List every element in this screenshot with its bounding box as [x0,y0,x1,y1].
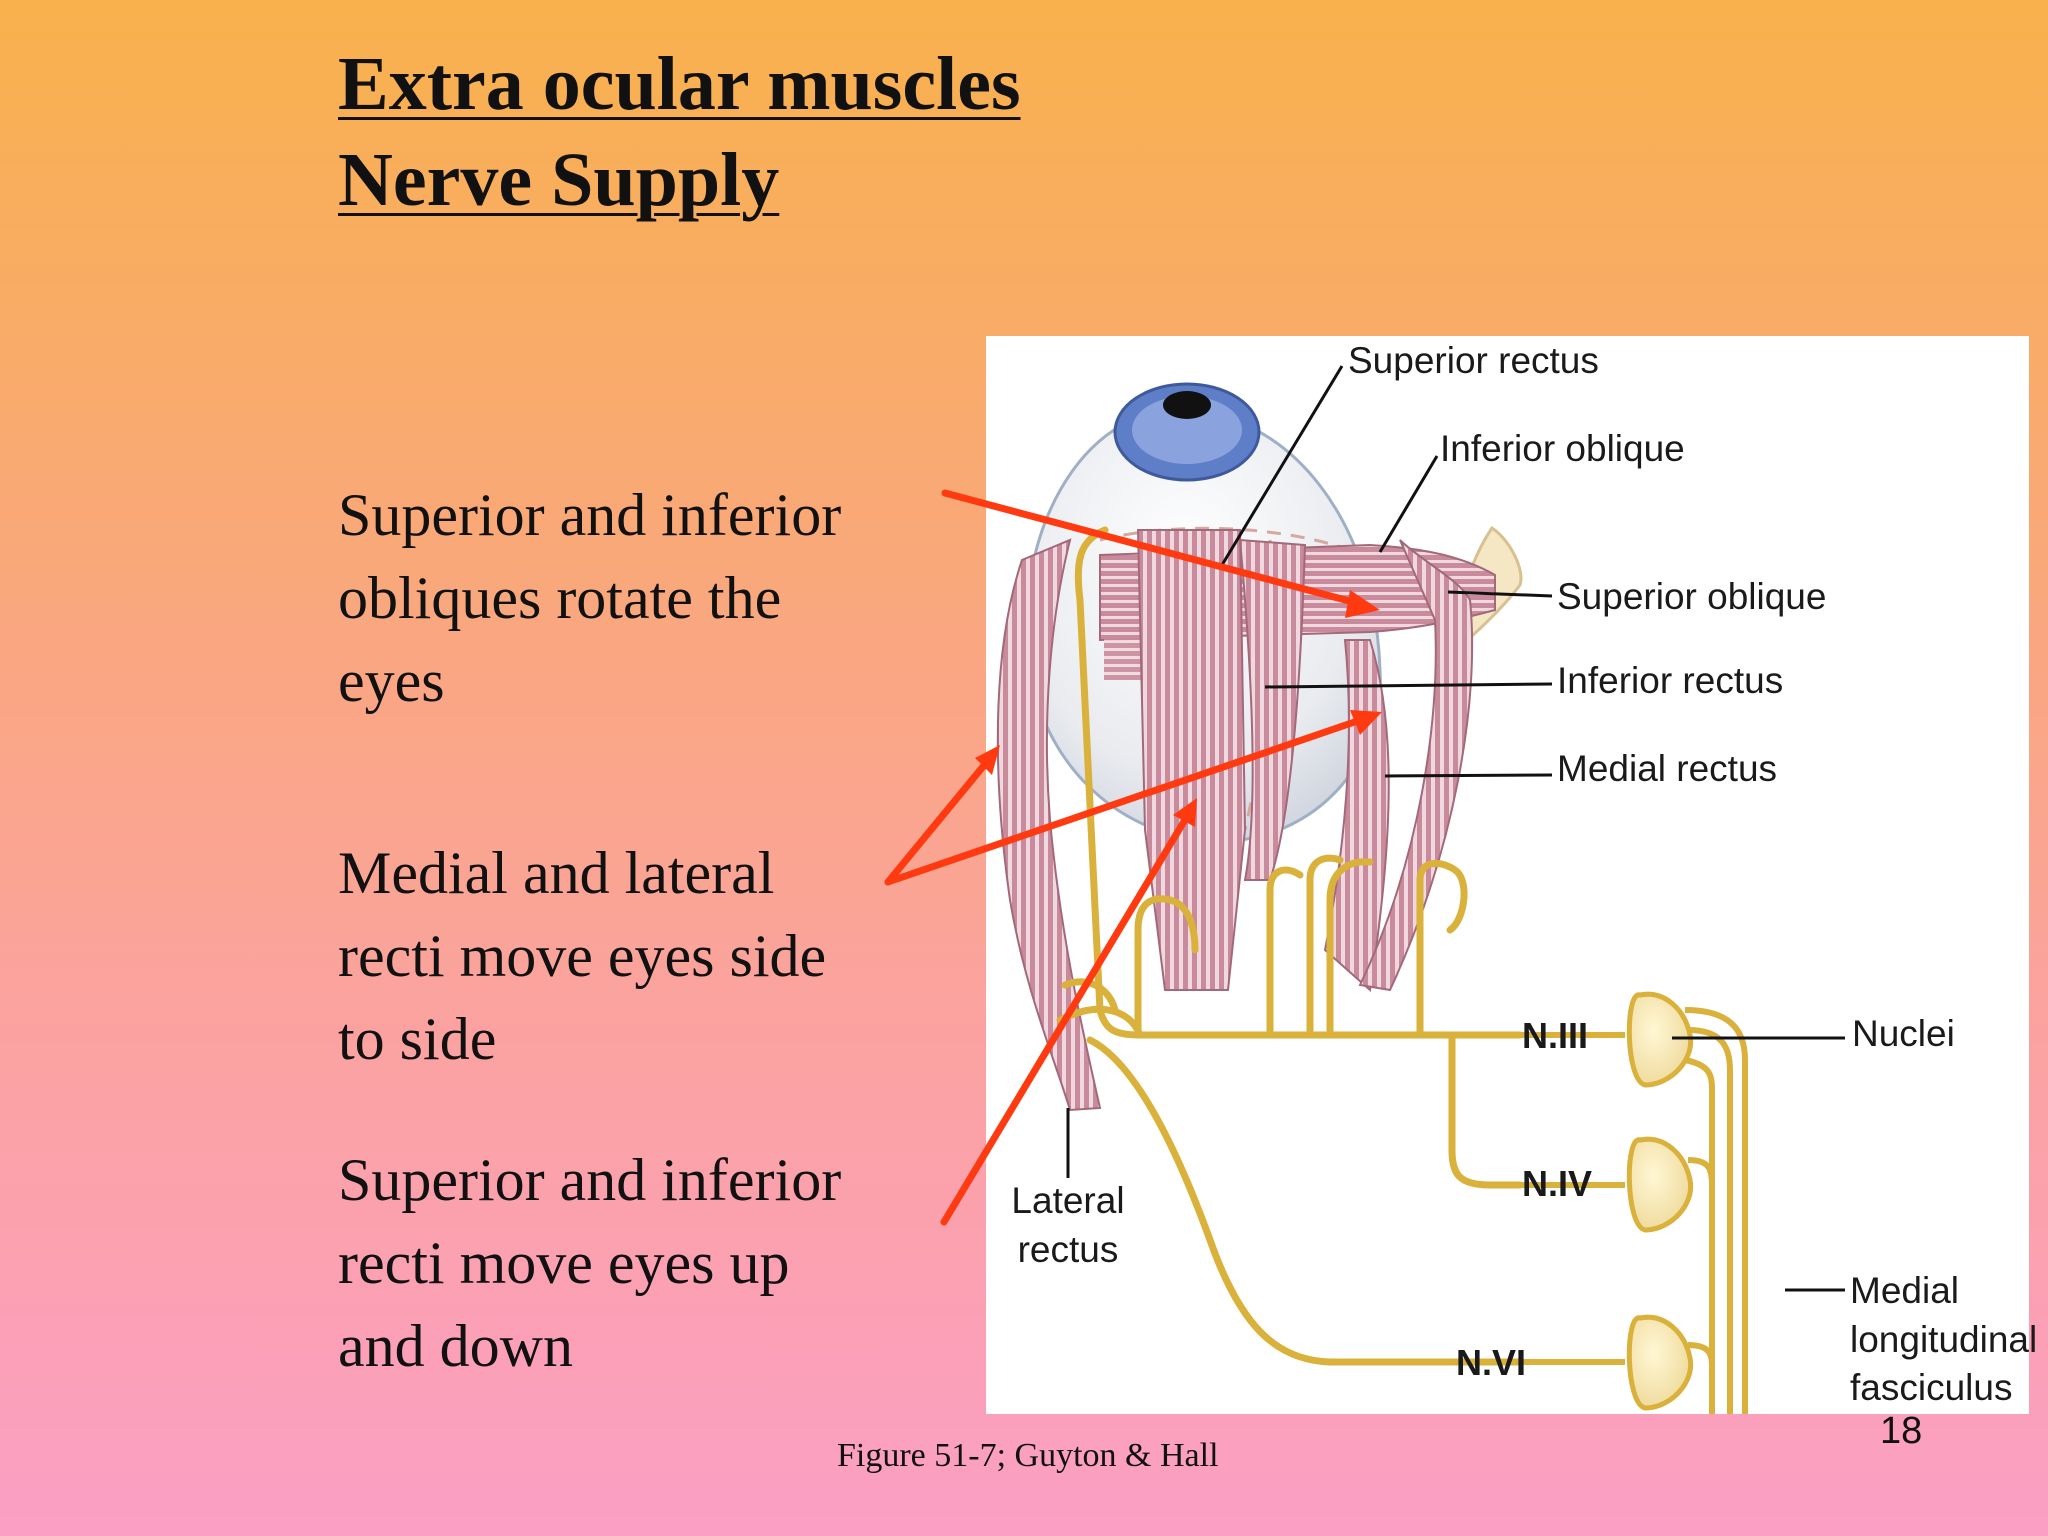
slide-number: 18 [1880,1410,1923,1452]
bullet-medial-lateral-recti: Medial and lateral recti move eyes side … [338,832,826,1081]
label-mlf-line3: fasciculus [1850,1367,2012,1408]
arrow-to-medial-rectus [884,712,1376,886]
label-n6: N.VI [1456,1342,1526,1383]
iris-icon [1113,382,1261,482]
bullet-line: Superior and inferior [338,1147,842,1213]
oculomotor-nerve-branches [1056,526,1524,1039]
medial-rectus-muscle [1323,639,1390,992]
title-line-1: Extra ocular muscles [338,42,1021,126]
bullet-line: obliques rotate the [338,565,782,631]
label-mlf-line1: Medial [1850,1270,1959,1311]
arrow-to-lateral-rectus [884,748,999,886]
arrowhead [1350,710,1382,735]
bullet-line: Medial and lateral [338,840,775,906]
bullet-line: Superior and inferior [338,482,842,548]
arrowhead [975,745,1000,775]
label-nuclei: Nuclei [1852,1013,1955,1054]
bullet-line: recti move eyes up [338,1230,790,1296]
slide-title: Extra ocular muscles Nerve Supply [338,36,1021,228]
label-lateral-rectus-line1: Lateral [1011,1180,1124,1221]
leader-lines [1066,365,1845,1292]
bullet-line: eyes [338,648,445,714]
figure-caption: Figure 51-7; Guyton & Hall [837,1437,1219,1474]
label-inferior-rectus: Inferior rectus [1557,660,1783,701]
bullet-superior-inferior-recti: Superior and inferior recti move eyes up… [338,1139,841,1388]
arrowhead [1173,798,1197,827]
nuclei [1626,991,1694,1411]
label-medial-rectus: Medial rectus [1557,748,1777,789]
arrow-to-obliques [941,489,1372,610]
title-line-2: Nerve Supply [338,138,780,222]
superior-rectus-muscle [1136,529,1247,991]
bullet-obliques: Superior and inferior obliques rotate th… [338,474,841,723]
arrow-to-superior-inferior-recti [940,804,1196,1226]
label-superior-oblique: Superior oblique [1557,576,1826,617]
bullet-line: to side [338,1006,497,1072]
label-n3: N.III [1522,1015,1588,1056]
label-n4: N.IV [1522,1163,1592,1204]
bullet-line: and down [338,1313,573,1379]
abducens-nerve [1086,1036,1524,1366]
arrowhead [1345,590,1380,618]
label-superior-rectus: Superior rectus [1348,340,1599,381]
label-lateral-rectus-line2: rectus [1018,1229,1119,1270]
bullet-line: recti move eyes side [338,923,827,989]
mlf-tracts [1520,1007,1748,1414]
label-mlf-line2: longitudinal [1850,1319,2037,1360]
label-inferior-oblique: Inferior oblique [1440,428,1685,469]
trochlear-nerve [1448,1031,1524,1189]
annotation-arrows [884,489,1382,1226]
